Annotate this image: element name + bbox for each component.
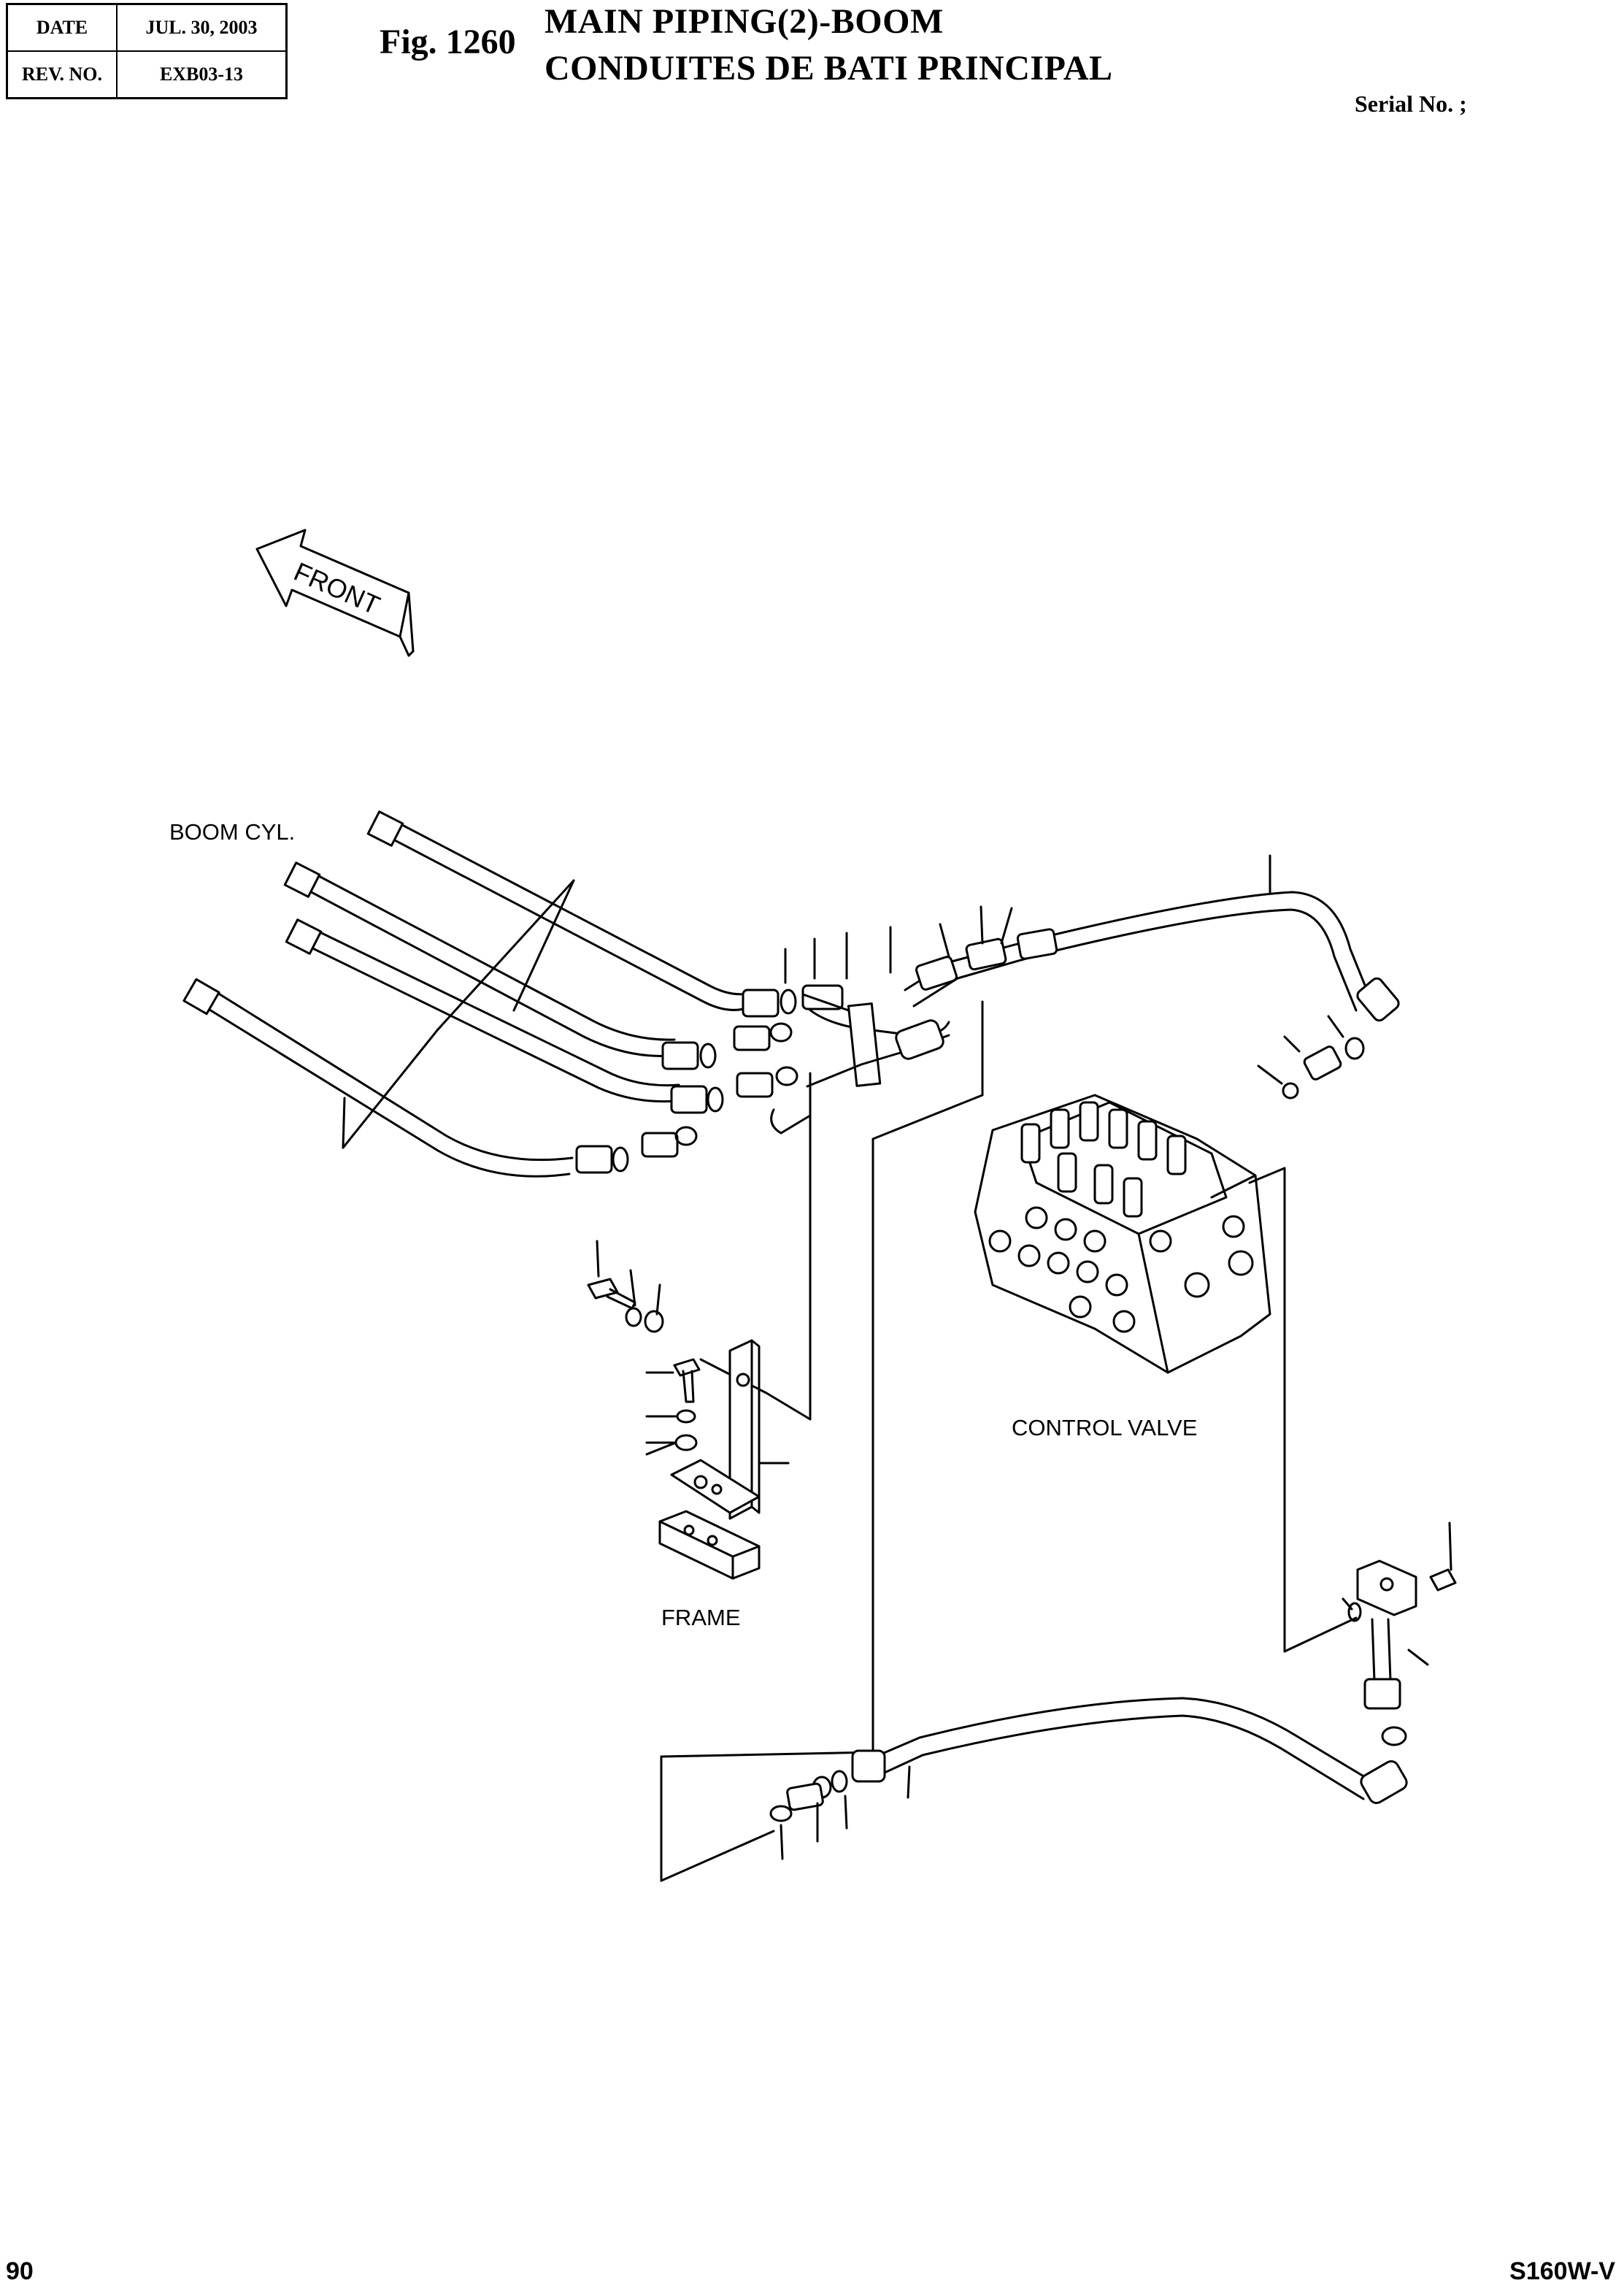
- model-number: S160W-V: [1509, 2257, 1615, 2285]
- page-number: 90: [6, 2257, 34, 2285]
- figure-number: Fig. 1260: [380, 23, 516, 61]
- control-valve-label: CONTROL VALVE: [1012, 1415, 1198, 1440]
- frame-label: FRAME: [661, 1605, 741, 1630]
- date-label: DATE: [6, 3, 118, 52]
- title-french: CONDUITES DE BATI PRINCIPAL: [544, 49, 1113, 88]
- control-valve: [974, 1094, 1358, 1653]
- revision-table: DATE JUL. 30, 2003 REV. NO. EXB03-13: [6, 3, 288, 99]
- upper-pipe: [784, 854, 1400, 1100]
- title-english: MAIN PIPING(2)-BOOM: [544, 2, 944, 41]
- lower-pipe: [769, 1521, 1457, 1860]
- front-arrow-icon: FRONT: [255, 529, 415, 657]
- serial-number: Serial No. ;: [1355, 91, 1467, 117]
- rev-value: EXB03-13: [116, 50, 288, 99]
- boom-hoses: [182, 810, 844, 1178]
- date-value: JUL. 30, 2003: [116, 3, 288, 52]
- rev-label: REV. NO.: [6, 50, 118, 99]
- pipe-tubes: [770, 993, 950, 1135]
- bracket-assembly: [587, 1000, 984, 1882]
- boom-cyl-label: BOOM CYL.: [169, 819, 296, 845]
